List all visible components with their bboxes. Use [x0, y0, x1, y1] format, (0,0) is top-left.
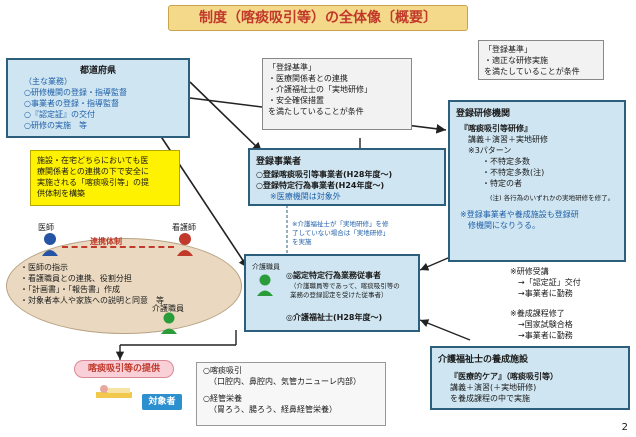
callout-line: ・介護福祉士の「実地研修」	[268, 85, 372, 94]
nurse-icon	[175, 232, 195, 260]
care-team-item: ・対象者本人や家族への説明と同意 等	[20, 296, 164, 305]
callout-line: 「登録基準」	[484, 45, 532, 54]
callout-training-criteria: 「登録基準」 ・適正な研修実施 を満たしていることが条件	[478, 40, 604, 80]
school-course-title: 『医療的ケア』（喀痰吸引等）	[450, 372, 558, 381]
training-note-small: (注) 各行為のいずれかの実地研修を修了。	[490, 194, 615, 202]
certified-care-worker: ◎介護福祉士(	[286, 313, 337, 322]
caregivers-box: 介護職員 ◎認定特定行為業務従事者 （介護職員等であって、喀痰吸引等の 業務の登…	[244, 254, 420, 332]
target-person-label: 対象者	[142, 394, 182, 410]
training-course-title: 『喀痰吸引等研修』	[460, 124, 532, 133]
callout-business-criteria: 「登録基準」 ・医療関係者との連携 ・介護福祉士の「実地研修」 ・安全確保措置 …	[262, 58, 412, 130]
care-team-item: ・医師の指示	[20, 263, 68, 272]
business-year-1: H28年度〜)	[346, 170, 393, 179]
certified-care-worker-year: H28年度〜)	[336, 313, 383, 322]
care-team-item: ・看護職員との連携、役割分担	[20, 274, 132, 283]
service-provision-label: 喀痰吸引等の提供	[74, 360, 174, 378]
patient-bed-icon	[94, 382, 134, 402]
certified-worker-desc: （介護職員等であって、喀痰吸引等の	[290, 282, 400, 290]
flow-b-line: ※養成課程修了	[510, 309, 565, 318]
caregiver-icon	[256, 274, 274, 300]
callout-line: ・医療関係者との連携	[268, 74, 348, 83]
training-course-detail: 講義＋演習＋実地研修	[468, 135, 548, 144]
practical-training-note: ※介護福祉士が「実地研修」を修 了していない場合は「実地研修」 を実施	[292, 220, 412, 252]
note-line: 療関係者との連携の下で安全に	[37, 167, 149, 176]
school-course-note: を養成課程の中で実施	[450, 394, 530, 403]
callout-line: ・安全確保措置	[268, 96, 324, 105]
flow-a-line: →「認定証」交付	[518, 278, 581, 287]
prefecture-item: ○研修の実施 等	[24, 121, 87, 130]
flow-b-line: →事業者に勤務	[518, 331, 573, 340]
note-line: 実施される「喀痰吸引等」の提	[37, 178, 149, 187]
business-year-2: H24年度〜)	[338, 181, 385, 190]
arrow-school-to-caregivers	[419, 319, 471, 341]
flow-a-line: ※研修受講	[510, 267, 549, 276]
training-heading: 登録研修機関	[456, 109, 511, 119]
note-line: 供体制を構築	[37, 189, 85, 198]
service-item-detail: （口腔内、鼻腔内、気管カニューレ内部）	[209, 377, 361, 386]
callout-line: ・適正な研修実施	[484, 56, 548, 65]
business-note: ※医療機関は対象外	[270, 192, 341, 201]
note-line: 了していない場合は「実地研修」	[292, 229, 390, 237]
training-pattern: ・不特定多数	[482, 157, 530, 166]
registered-business-box: 登録事業者 ○登録喀痰吸引等事業者(H28年度〜) ○登録特定行為事業者(H24…	[248, 148, 446, 206]
registered-business-heading: 登録事業者	[256, 157, 302, 167]
care-team-item: ・「計画書」・「報告書」作成	[20, 285, 120, 294]
service-details-box: ○喀痰吸引 （口腔内、鼻腔内、気管カニューレ内部） ○経管栄養 （胃ろう、腸ろう…	[196, 362, 386, 426]
flow-a-line: →事業者に勤務	[518, 289, 573, 298]
business-type-2: ○登録特定行為事業者(	[256, 181, 339, 190]
training-pattern: ・特定の者	[482, 179, 522, 188]
doctor-icon	[40, 232, 60, 260]
caregivers-care-label: 介護職員	[252, 263, 280, 271]
training-school-box: 介護福祉士の養成施設 『医療的ケア』（喀痰吸引等） 講義＋演習(＋実地研修) を…	[430, 346, 630, 410]
page-title: 制度（喀痰吸引等）の全体像〔概要〕	[168, 5, 468, 31]
doctor-label: 医師	[38, 223, 54, 232]
training-patterns-label: ※3パターン	[468, 146, 512, 155]
care-staff-icon	[160, 312, 178, 338]
note-line: 施設・在宅どちらにおいても医	[37, 156, 149, 165]
provision-system-note: 施設・在宅どちらにおいても医 療関係者との連携の下で安全に 実施される「喀痰吸引…	[30, 150, 180, 206]
page-number: 2	[621, 422, 628, 433]
arrow-pref-to-business	[189, 81, 263, 153]
certified-worker: ◎認定特定行為業務従事者	[286, 271, 381, 280]
callout-line: を満たしていることが条件	[484, 67, 580, 76]
service-item: ○経管栄養	[203, 394, 242, 403]
note-line: を実施	[292, 238, 312, 246]
school-heading: 介護福祉士の養成施設	[438, 355, 529, 365]
training-pattern: ・不特定多数(注)	[482, 168, 545, 177]
service-item-detail: （胃ろう、腸ろう、経鼻経管栄養）	[209, 405, 337, 414]
cooperation-line	[62, 246, 174, 254]
care-staff-label: 介護職員	[152, 304, 184, 313]
flow-b-line: →国家試験合格	[518, 320, 573, 329]
callout-line: を満たしていることが条件	[268, 107, 364, 116]
nurse-label: 看護師	[172, 223, 196, 232]
cooperation-label: 連携体制	[90, 237, 122, 246]
prefecture-item: ○『認定証』の交付	[24, 110, 95, 119]
prefecture-duties-label: （主な業務）	[24, 77, 72, 86]
prefecture-item: ○事業者の登録・指導監督	[24, 99, 119, 108]
registered-training-box: 登録研修機関 『喀痰吸引等研修』 講義＋演習＋実地研修 ※3パターン ・不特定多…	[448, 100, 626, 262]
service-item: ○喀痰吸引	[203, 366, 242, 375]
callout-line: 「登録基準」	[268, 63, 316, 72]
training-note-line: 修機関になりうる。	[468, 221, 540, 230]
school-course-detail: 講義＋演習(＋実地研修)	[450, 383, 537, 392]
prefecture-heading: 都道府県	[79, 66, 116, 76]
certified-worker-desc: 業務の登録認定を受けた従事者）	[290, 291, 388, 299]
prefecture-box: 都道府県 （主な業務） ○研修機関の登録・指導監督 ○事業者の登録・指導監督 ○…	[6, 58, 190, 138]
business-type-1: ○登録喀痰吸引等事業者(	[256, 170, 347, 179]
training-note-line: ※登録事業者や養成施設も登録研	[460, 210, 579, 219]
note-line: ※介護福祉士が「実地研修」を修	[292, 220, 389, 228]
prefecture-item: ○研修機関の登録・指導監督	[24, 88, 127, 97]
